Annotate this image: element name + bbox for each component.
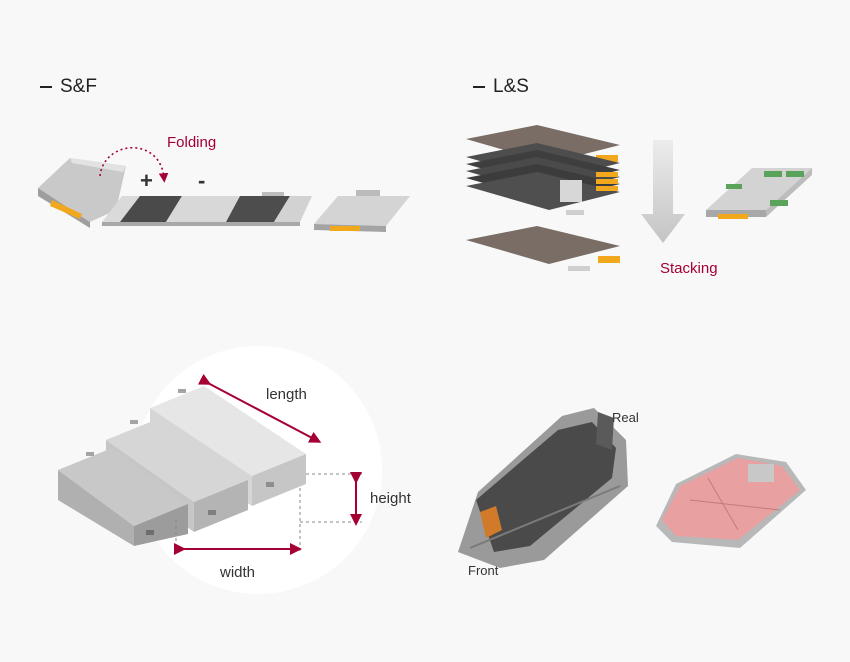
folding-arrow-icon	[99, 146, 169, 183]
stacking-arrow-icon	[641, 140, 685, 243]
length-label: length	[266, 386, 307, 403]
minus-sign: -	[198, 168, 206, 193]
real-label: Real	[612, 410, 639, 425]
ls-title-text: L&S	[493, 76, 529, 97]
ls-stacking-diagram	[466, 125, 812, 271]
sf-folding-diagram	[38, 146, 410, 232]
dash-icon	[473, 86, 485, 88]
ls-section-title: L&S	[473, 76, 529, 98]
front-label: Front	[468, 563, 499, 578]
sf-title-text: S&F	[60, 76, 97, 97]
stacking-label: Stacking	[660, 260, 718, 277]
width-label: width	[220, 564, 256, 581]
length-arrow	[197, 373, 322, 443]
module-dimension-diagram	[58, 346, 382, 594]
dash-icon	[40, 86, 52, 88]
folding-label: Folding	[167, 134, 217, 151]
tab-icon	[50, 200, 82, 219]
tab-icon	[330, 226, 360, 231]
sf-section-title: S&F	[40, 76, 97, 98]
height-label: height	[370, 490, 411, 507]
battery-pack-pink	[656, 454, 806, 548]
battery-pack-real	[458, 408, 628, 568]
connector-icon	[480, 506, 502, 538]
plus-sign: +	[140, 168, 153, 193]
